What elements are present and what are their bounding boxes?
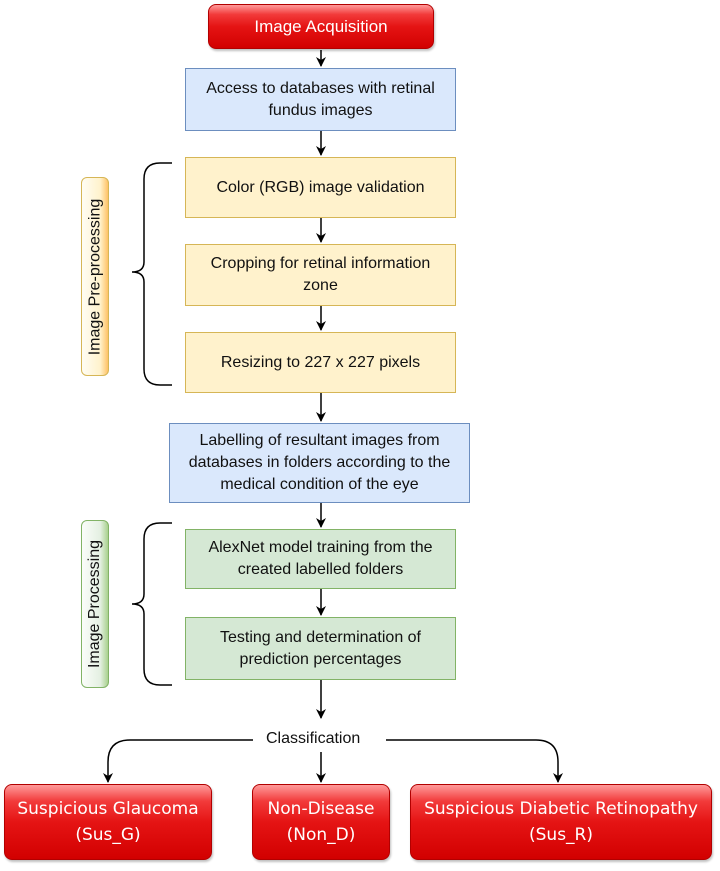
group-preprocessing: Image Pre-processing (81, 177, 109, 376)
output-suspicious-glaucoma-code: (Sus_G) (75, 825, 141, 845)
node-resizing: Resizing to 227 x 227 pixels (185, 332, 456, 393)
output-suspicious-retinopathy: Suspicious Diabetic Retinopathy (Sus_R) (410, 784, 712, 860)
node-alexnet-training: AlexNet model training from the created … (185, 529, 456, 589)
brace-processing (131, 522, 172, 686)
node-classification: Classification (260, 730, 367, 748)
group-processing: Image Processing (81, 520, 109, 688)
node-testing: Testing and determination of prediction … (185, 617, 456, 680)
output-non-disease-title: Non-Disease (267, 799, 375, 819)
output-suspicious-glaucoma: Suspicious Glaucoma (Sus_G) (4, 784, 212, 860)
node-color-validation: Color (RGB) image validation (185, 157, 456, 218)
output-non-disease-code: (Non_D) (286, 825, 356, 845)
node-database-access: Access to databases with retinal fundus … (185, 68, 456, 131)
node-labelling: Labelling of resultant images from datab… (169, 423, 470, 503)
node-cropping: Cropping for retinal information zone (185, 244, 456, 306)
output-suspicious-retinopathy-code: (Sus_R) (529, 825, 593, 845)
output-non-disease: Non-Disease (Non_D) (252, 784, 390, 860)
arrow-classification-glaucoma (103, 739, 253, 783)
group-preprocessing-label: Image Pre-processing (86, 198, 104, 355)
output-suspicious-glaucoma-title: Suspicious Glaucoma (17, 799, 199, 819)
brace-preprocessing (131, 162, 172, 386)
group-processing-label: Image Processing (86, 539, 103, 669)
output-suspicious-retinopathy-title: Suspicious Diabetic Retinopathy (424, 799, 698, 819)
node-image-acquisition: Image Acquisition (208, 4, 434, 49)
arrow-classification-retinopathy (386, 739, 563, 783)
